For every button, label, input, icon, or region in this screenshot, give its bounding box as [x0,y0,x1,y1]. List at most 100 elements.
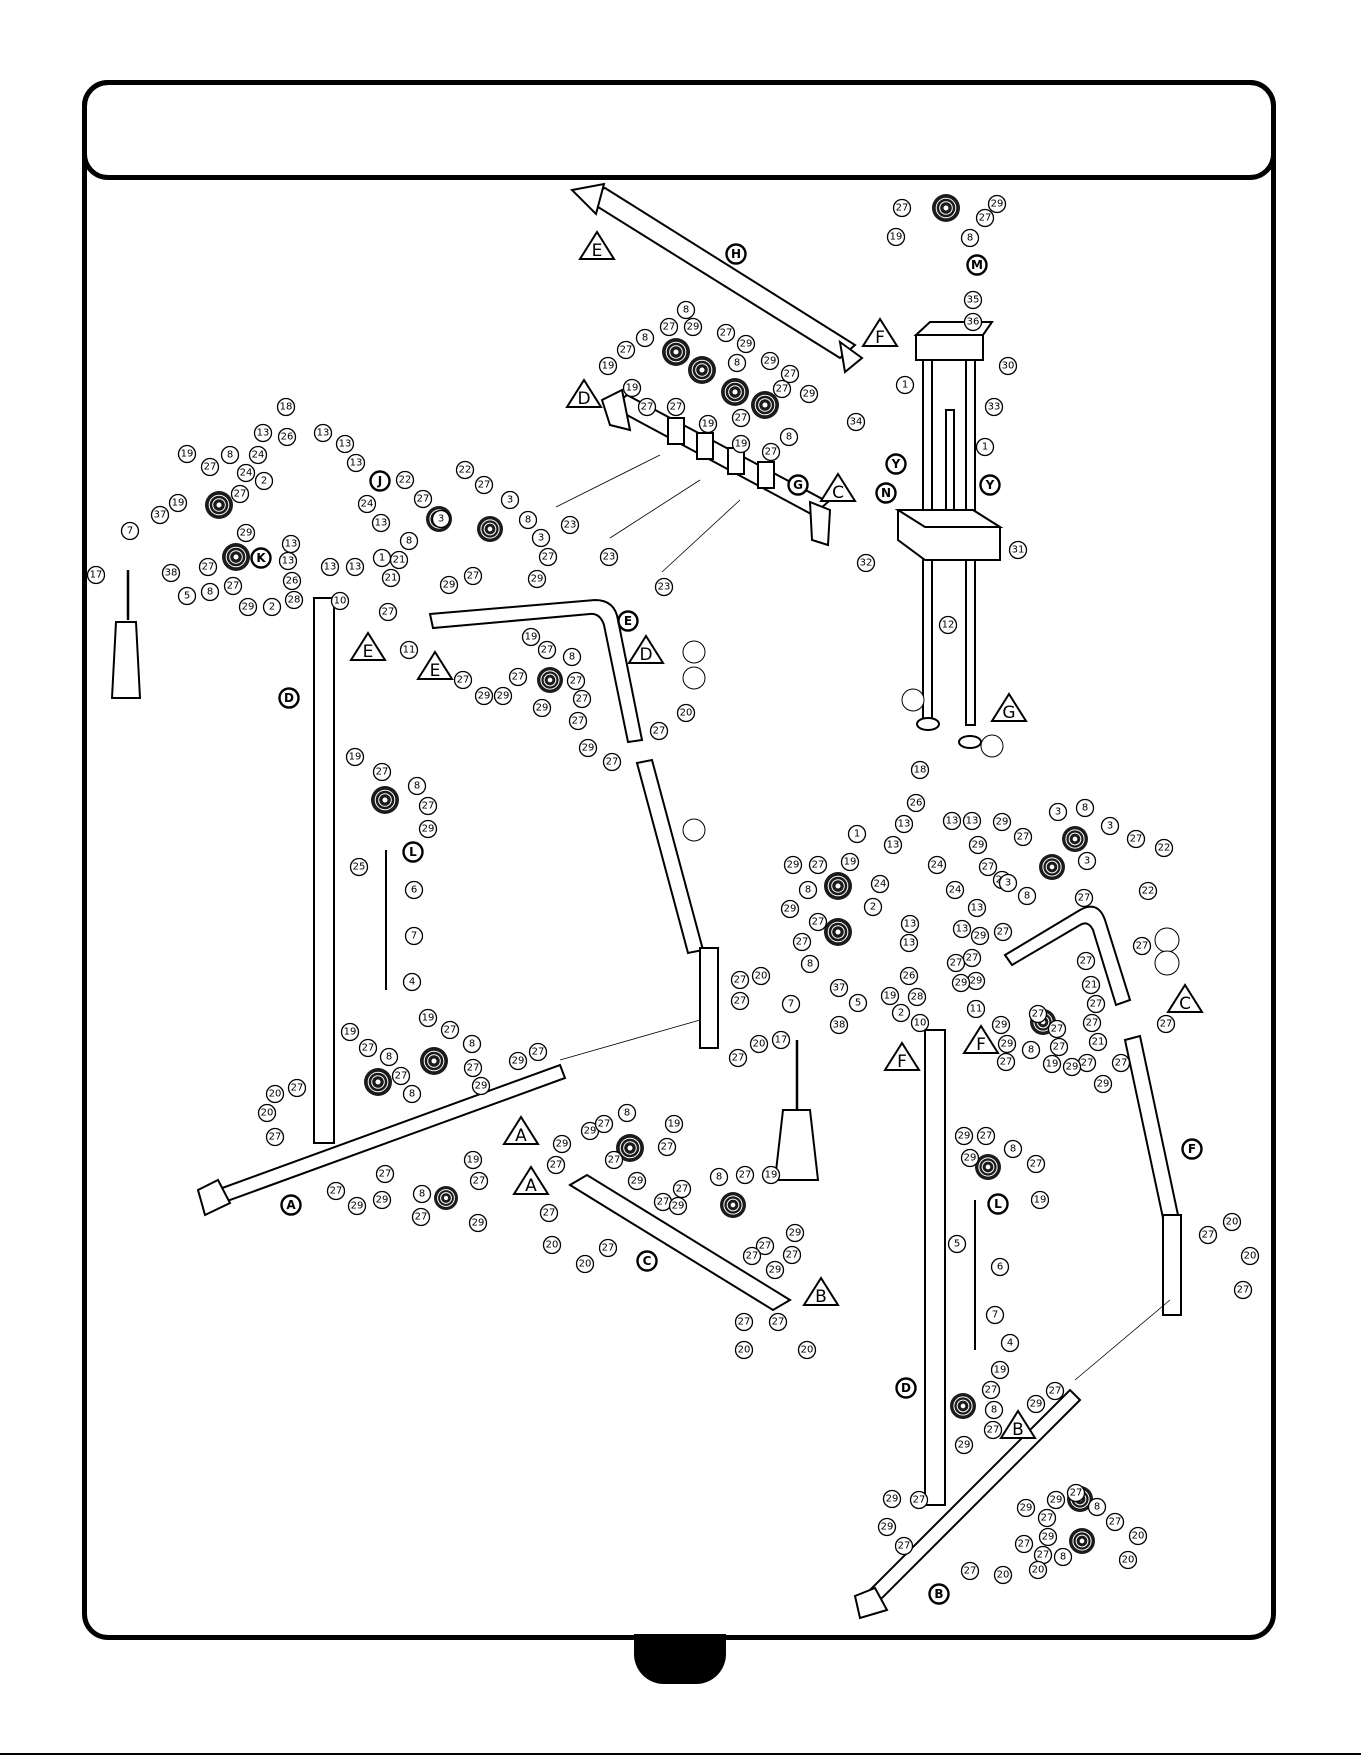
connection-marker-D: D [565,378,603,409]
part-number-text: 24 [874,879,887,890]
part-number-text: 29 [422,824,435,835]
part-callout-6: 6 [990,1257,1010,1277]
pulley-3 [721,378,749,406]
connection-letter-text: B [1012,1420,1024,1440]
part-number-text: 2 [898,1008,904,1019]
connection-marker-A: A [502,1115,540,1146]
part-callout-29: 29 [236,523,256,543]
part-callout-27: 27 [463,566,483,586]
part-callout-19: 19 [622,378,642,398]
part-callout-29: 29 [951,973,971,993]
part-callout-23: 23 [654,577,674,597]
part-callout-8: 8 [518,510,538,530]
part-number-text: 20 [1244,1251,1257,1262]
part-callout-8: 8 [709,1167,729,1187]
part-callout-13: 13 [313,423,333,443]
pulley-24 [1069,1528,1095,1554]
part-callout-27: 27 [792,932,812,952]
connection-letter-text: D [577,389,590,409]
part-number-text: 29 [964,1153,977,1164]
part-number-text: 27 [570,676,583,687]
part-number-text: 26 [910,798,923,809]
part-number-text: 29 [556,1139,569,1150]
part-callout-8: 8 [379,1047,399,1067]
part-number-text: 8 [419,1189,425,1200]
pulley-22 [950,1393,976,1419]
connection-letter-text: A [515,1126,527,1146]
right-upright-d [924,1029,946,1506]
part-callout-29: 29 [474,686,494,706]
part-number-text: 27 [598,1119,611,1130]
part-callout-27: 27 [265,1127,285,1147]
part-callout-8: 8 [200,582,220,602]
part-number-text: 6 [997,1262,1003,1273]
tube-label-F: F [1181,1138,1203,1160]
part-number-text: 11 [403,645,416,656]
tube-letter-text: C [643,1254,652,1268]
part-callout-29: 29 [954,1126,974,1146]
part-number-text: 27 [1030,1159,1043,1170]
part-number-text: 29 [787,860,800,871]
part-callout-3: 3 [1048,802,1068,822]
part-callout-29: 29 [882,1489,902,1509]
part-number-text: 10 [334,596,347,607]
tube-letter-text: N [881,486,891,500]
part-number-text: 8 [227,450,233,461]
part-callout-29: 29 [238,597,258,617]
part-number-text: 27 [376,767,389,778]
part-callout-8: 8 [779,427,799,447]
part-number-text: 27 [979,213,992,224]
part-number-text: 29 [789,1228,802,1239]
part-callout-8: 8 [462,1034,482,1054]
part-number-text: 20 [1132,1531,1145,1542]
part-number-text: 22 [1142,886,1155,897]
part-callout-1: 1 [372,548,392,568]
part-number-text: 27 [812,860,825,871]
part-number-text: 27 [415,1212,428,1223]
pulley-15 [720,1192,746,1218]
part-callout-20: 20 [797,1340,817,1360]
part-number-text: 19 [890,232,903,243]
part-number-text: 8 [569,652,575,663]
part-callout-5: 5 [947,1234,967,1254]
handle-right [773,1040,820,1181]
part-callout-29: 29 [668,1196,688,1216]
part-callout-19: 19 [664,1114,684,1134]
part-number-text: 27 [663,322,676,333]
part-number-text: 29 [475,1081,488,1092]
part-number-text: 27 [738,1317,751,1328]
part-number-text: 31 [1012,545,1025,556]
connection-marker-B: B [999,1409,1037,1440]
part-callout-27: 27 [1045,1381,1065,1401]
part-callout-22: 22 [1138,881,1158,901]
part-callout-13: 13 [883,835,903,855]
part-number-text: 2 [261,476,267,487]
part-callout-27: 27 [996,1052,1016,1072]
part-callout-20: 20 [993,1565,1013,1585]
part-number-text: 29 [1050,1495,1063,1506]
part-callout-18: 18 [910,760,930,780]
part-callout-29: 29 [552,1134,572,1154]
connection-letter-text: A [525,1176,537,1196]
part-callout-19: 19 [345,747,365,767]
part-callout-27: 27 [1111,1053,1131,1073]
part-number-text: 8 [716,1172,722,1183]
part-number-text: 19 [349,752,362,763]
part-callout-38: 38 [829,1015,849,1035]
part-callout-27: 27 [375,1164,395,1184]
part-callout-27: 27 [572,689,592,709]
part-number-text: 29 [974,931,987,942]
part-callout-27: 27 [909,1490,929,1510]
tube-label-N: N [875,482,897,504]
part-callout-38: 38 [161,563,181,583]
part-callout-22: 22 [395,470,415,490]
right-base-b [853,1388,1082,1620]
part-callout-10: 10 [910,1013,930,1033]
part-number-text: 34 [850,417,863,428]
part-number-text: 5 [855,998,861,1009]
part-callout-27: 27 [508,667,528,687]
part-callout-13: 13 [371,513,391,533]
part-number-text: 1 [902,380,908,391]
part-number-text: 27 [269,1132,282,1143]
